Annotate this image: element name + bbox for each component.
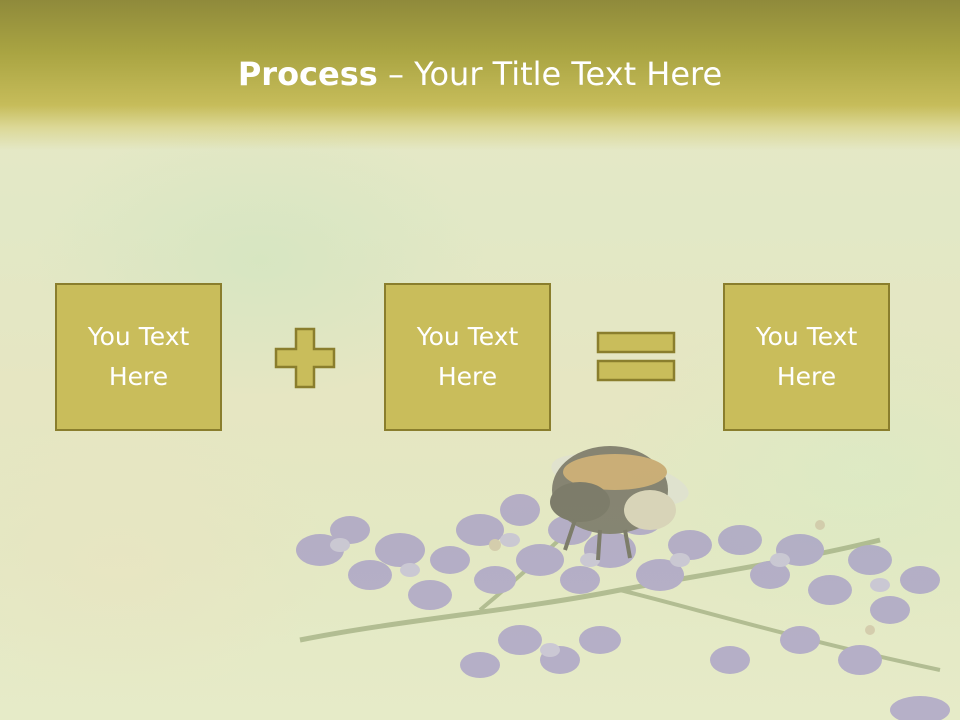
slide-title: Process – Your Title Text Here [0,52,960,96]
title-band [0,0,960,150]
title-separator: – [377,55,415,93]
equals-icon [596,331,676,382]
title-bold: Process [237,55,378,93]
title-text: Your Title Text Here [414,55,723,93]
plus-icon [274,327,336,389]
bee-lavender-photo [296,446,950,720]
